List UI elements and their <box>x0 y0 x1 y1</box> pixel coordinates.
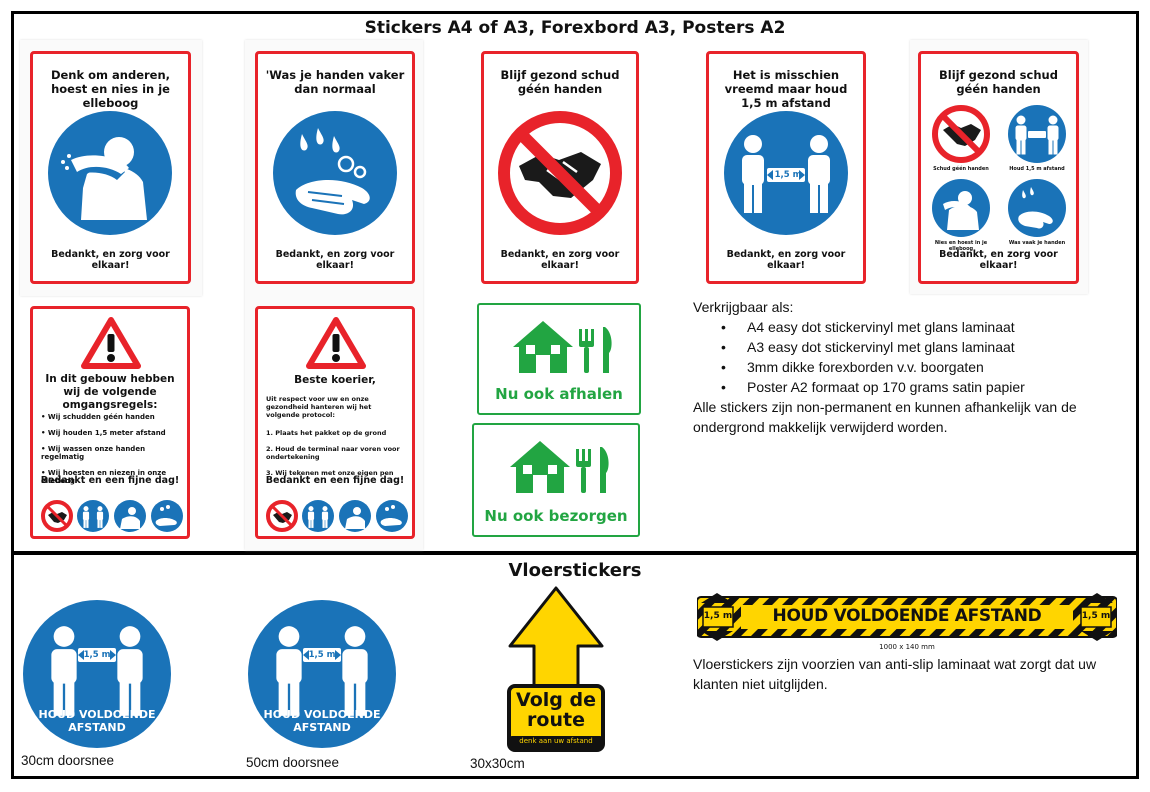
courier-step: 2. Houd de terminal naar voren voor onde… <box>266 445 400 461</box>
courier-protocol: Uit respect voor uw en onze gezondheid h… <box>266 395 406 485</box>
floor-circle-30cm <box>23 600 171 748</box>
availability-note: Alle stickers zijn non-permanent en kunn… <box>693 399 1077 435</box>
distance-icon <box>1008 105 1066 163</box>
poster-distance: Het is misschien vreemd maar houd 1,5 m … <box>706 51 866 284</box>
rule-item: • Wij hoesten en niezen in onze elleboog <box>41 469 167 485</box>
availability-item: A3 easy dot stickervinyl met glans lamin… <box>693 337 1133 357</box>
poster-heading: 'Was je handen vaker dan normaal <box>265 68 405 96</box>
section-title-stickers: Stickers A4 of A3, Forexbord A3, Posters… <box>364 18 786 38</box>
sub-label: Houd 1,5 m afstand <box>1009 166 1065 172</box>
poster-heading: Het is misschien vreemd maar houd 1,5 m … <box>724 68 848 110</box>
poster-courier: Beste koerier, Uit respect voor uw en on… <box>255 306 415 539</box>
rule-item: • Wij schudden géén handen <box>41 413 155 421</box>
availability-item: 3mm dikke forexborden v.v. boorgaten <box>693 357 1133 377</box>
strip-text: HOUD VOLDOENDE AFSTAND <box>772 606 1042 626</box>
poster-footer: Bedankt, en zorg voor elkaar! <box>51 249 170 271</box>
poster-footer: Bedankt, en zorg voor elkaar! <box>275 249 395 271</box>
caption-30x30: 30x30cm <box>470 756 525 771</box>
sneeze-elbow-icon <box>932 179 990 237</box>
arrow-subtext: denk aan uw afstand <box>519 737 593 745</box>
sub-label: Schud géén handen <box>933 166 989 172</box>
courier-step: 1. Plaats het pakket op de grond <box>266 429 387 437</box>
poster-no-handshake: Blijf gezond schud géén handen Bedankt, … <box>481 51 639 284</box>
distance-label: 1,5 m <box>774 170 802 180</box>
courier-intro: Uit respect voor uw en onze gezondheid h… <box>266 395 372 419</box>
sign-delivery: Nu ook bezorgen <box>472 423 640 537</box>
distance-label: 1,5 m <box>308 650 336 660</box>
caption-30cm: 30cm doorsnee <box>21 753 115 768</box>
caption-50cm: 50cm doorsnee <box>246 755 340 770</box>
poster-heading: In dit gebouw hebben wij de volgende omg… <box>45 373 175 411</box>
availability-list: A4 easy dot stickervinyl met glans lamin… <box>693 317 1133 397</box>
sub-label: Was vaak je handen <box>1008 240 1066 246</box>
availability-intro: Verkrijgbaar als: <box>693 299 794 315</box>
floor-strip-sticker <box>697 593 1117 641</box>
distance-icon <box>724 111 848 235</box>
strip-size: 1000 x 140 mm <box>879 643 935 651</box>
no-handshake-icon <box>932 105 990 163</box>
no-handshake-icon <box>498 111 622 235</box>
sneeze-elbow-icon <box>48 111 172 235</box>
availability-item: A4 easy dot stickervinyl met glans lamin… <box>693 317 1133 337</box>
house-cutlery-icon <box>513 321 612 373</box>
hand-wash-icon <box>273 111 397 235</box>
sub-label: Nies en hoest in je elleboog <box>934 240 988 252</box>
rule-icons-row <box>266 500 408 532</box>
section-divider <box>11 551 1139 555</box>
floor-circle-text: HOUD VOLDOENDE AFSTAND <box>38 708 156 734</box>
floor-description: Vloerstickers zijn voorzien van anti-sli… <box>693 656 1097 692</box>
floor-circle-50cm <box>248 600 396 748</box>
availability-text: Verkrijgbaar als: A4 easy dot stickervin… <box>693 297 1133 437</box>
sign-label: Nu ook bezorgen <box>484 507 628 525</box>
poster-footer: Bedankt en een fijne dag! <box>265 475 405 486</box>
house-cutlery-icon <box>510 441 609 493</box>
poster-hand-wash: 'Was je handen vaker dan normaal Bedankt… <box>255 51 415 284</box>
poster-footer: Bedankt, en zorg voor elkaar! <box>726 249 846 271</box>
poster-footer: Bedankt, en zorg voor elkaar! <box>939 249 1058 271</box>
poster-four-rules: Blijf gezond schud géén handen Schud géé… <box>918 51 1079 284</box>
strip-distance-left: 1,5 m <box>703 611 733 621</box>
rule-item: • Wij wassen onze handen regelmatig <box>41 445 146 461</box>
poster-footer: Bedankt en een fijne dag! <box>40 475 180 486</box>
floor-arrow-sticker <box>507 586 605 752</box>
floor-circle-text: HOUD VOLDOENDE AFSTAND <box>263 708 381 734</box>
poster-heading: Blijf gezond schud géén handen <box>500 68 620 96</box>
rule-item: • Wij houden 1,5 meter afstand <box>41 429 166 437</box>
poster-heading: Denk om anderen, hoest en nies in je ell… <box>50 68 171 110</box>
sign-label: Nu ook afhalen <box>495 385 623 403</box>
warning-icon <box>81 317 141 371</box>
poster-heading: Blijf gezond schud géén handen <box>939 68 1058 96</box>
hand-wash-icon <box>1008 179 1066 237</box>
rules-list: • Wij schudden géén handen • Wij houden … <box>41 413 181 493</box>
availability-item: Poster A2 formaat op 170 grams satin pap… <box>693 377 1133 397</box>
section-title-floor: Vloerstickers <box>508 560 642 581</box>
sign-takeaway: Nu ook afhalen <box>477 303 641 415</box>
poster-footer: Bedankt, en zorg voor elkaar! <box>500 249 620 271</box>
poster-sneeze-elbow: Denk om anderen, hoest en nies in je ell… <box>30 51 191 284</box>
arrow-text: Volg de route <box>516 689 596 731</box>
warning-icon <box>306 317 366 371</box>
distance-label: 1,5 m <box>83 650 111 660</box>
strip-distance-right: 1,5 m <box>1081 611 1111 621</box>
poster-rules: In dit gebouw hebben wij de volgende omg… <box>30 306 190 539</box>
rule-icons-row <box>41 500 183 532</box>
poster-heading: Beste koerier, <box>294 374 376 386</box>
content-frame <box>11 11 1139 779</box>
courier-step: 3. Wij tekenen met onze eigen pen <box>266 469 394 477</box>
